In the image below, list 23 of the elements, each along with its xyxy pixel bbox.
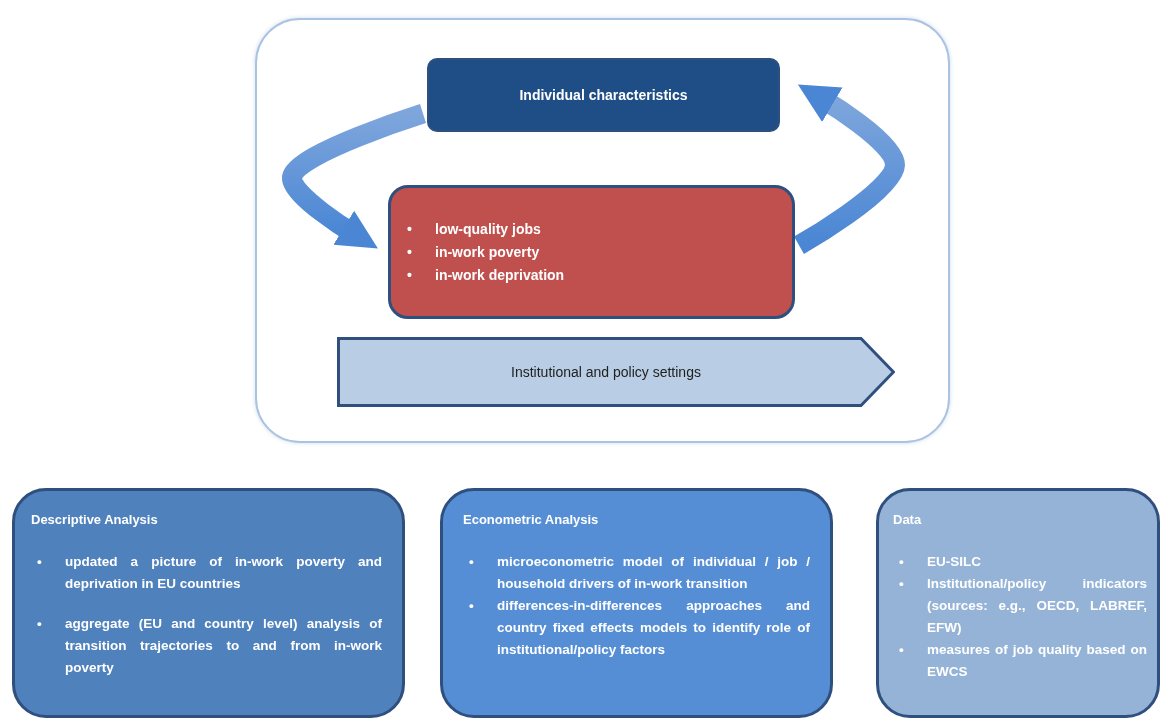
bullet-item: • in-work poverty	[406, 243, 541, 262]
process-box	[388, 185, 795, 319]
bullet-item: • updated a picture of in-work poverty and deprivation in EU countries	[36, 553, 382, 593]
container-box	[255, 18, 950, 443]
curved-arrow	[282, 103, 427, 249]
card-heading: Data	[893, 511, 923, 529]
card-heading: Descriptive Analysis	[31, 511, 159, 529]
bullet-item: • differences-in-differences approaches and country fixed effects models to identify role of institutional/policy factors	[468, 597, 810, 659]
banner-arrow	[337, 337, 895, 407]
bullet-item: • EU-SILC	[898, 553, 982, 571]
info-card	[876, 488, 1160, 718]
box-label: Institutional and policy settings	[511, 364, 701, 380]
bullet-item: • measures of job quality based on EWCS	[898, 641, 1147, 681]
bullet-item: • Institutional/policy indicators (sources: e.g., OECD, LABREF, EFW)	[898, 575, 1147, 637]
card-heading: Econometric Analysis	[463, 511, 600, 529]
bullet-item: • aggregate (EU and country level) analysis of transition trajectories to and from in-work poverty	[36, 615, 382, 677]
info-card	[12, 488, 405, 718]
process-box	[427, 58, 780, 132]
bullet-item: • low-quality jobs	[406, 220, 542, 239]
box-label: Individual characteristics	[519, 87, 688, 103]
curved-arrow	[793, 84, 905, 254]
info-card	[440, 488, 833, 718]
bullet-item: • in-work deprivation	[406, 266, 566, 285]
